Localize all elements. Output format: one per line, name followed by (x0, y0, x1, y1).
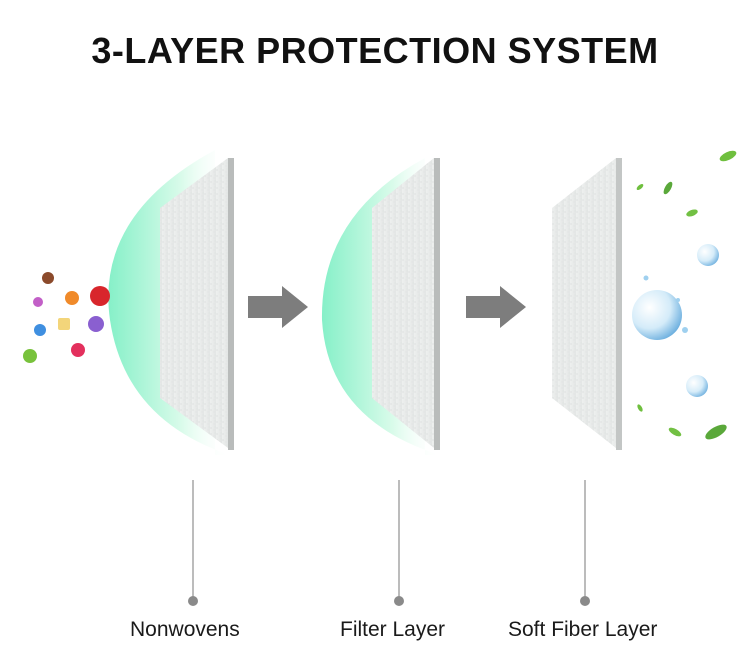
germ-icon (23, 272, 110, 363)
layer-2-label: Filter Layer (340, 618, 446, 641)
layer-2-panel (372, 158, 434, 448)
layer-1-group (108, 150, 234, 455)
leader-line-3 (580, 480, 590, 606)
layer-1-label: Nonwovens (130, 618, 240, 641)
layer-1-panel (160, 158, 228, 448)
layer-1-panel-edge (228, 158, 234, 450)
layer-3-panel (552, 158, 616, 448)
leader-line-2 (394, 480, 404, 606)
layer-2-group (321, 158, 440, 455)
leaf-icon (636, 150, 737, 440)
layer-3-group (552, 158, 622, 450)
layer-3-panel-edge (616, 158, 622, 450)
layer-2-panel-edge (434, 158, 440, 450)
arrow-right-icon (248, 286, 308, 328)
leader-line-1 (188, 480, 198, 606)
layer-3-label: Soft Fiber Layer (508, 618, 658, 641)
bubble-icon (632, 244, 719, 397)
arrow-right-icon (466, 286, 526, 328)
diagram-title: 3-LAYER PROTECTION SYSTEM (91, 30, 659, 71)
